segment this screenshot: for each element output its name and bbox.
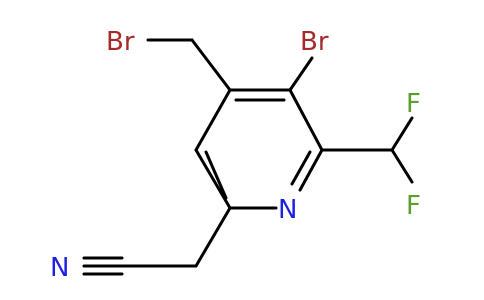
atom-n-ring: N xyxy=(278,195,297,225)
bond-c6-c5 xyxy=(194,148,232,210)
atom-labels: Br Br F F N N xyxy=(50,27,421,283)
bond-c6-c5-inner xyxy=(204,150,228,200)
bond-c5-c4 xyxy=(194,88,232,152)
triple-bond xyxy=(82,256,124,276)
bond-ch2-ring xyxy=(190,38,232,92)
atom-br-methyl: Br xyxy=(106,27,135,57)
bond-c6-ch2 xyxy=(194,206,232,268)
bond-chf2-f-top xyxy=(390,116,414,152)
bond-c2-n xyxy=(298,148,324,192)
atom-f-top: F xyxy=(406,89,421,119)
bond-chf2-f-bottom xyxy=(390,148,414,184)
bond-c3-c2 xyxy=(288,88,324,152)
bond-c2-n-inner xyxy=(290,150,312,186)
bonds xyxy=(120,38,414,268)
atom-f-bottom: F xyxy=(406,191,421,221)
atom-br-ring: Br xyxy=(300,27,329,57)
atom-n-nitrile: N xyxy=(50,253,69,283)
bond-c3-br xyxy=(288,56,314,92)
